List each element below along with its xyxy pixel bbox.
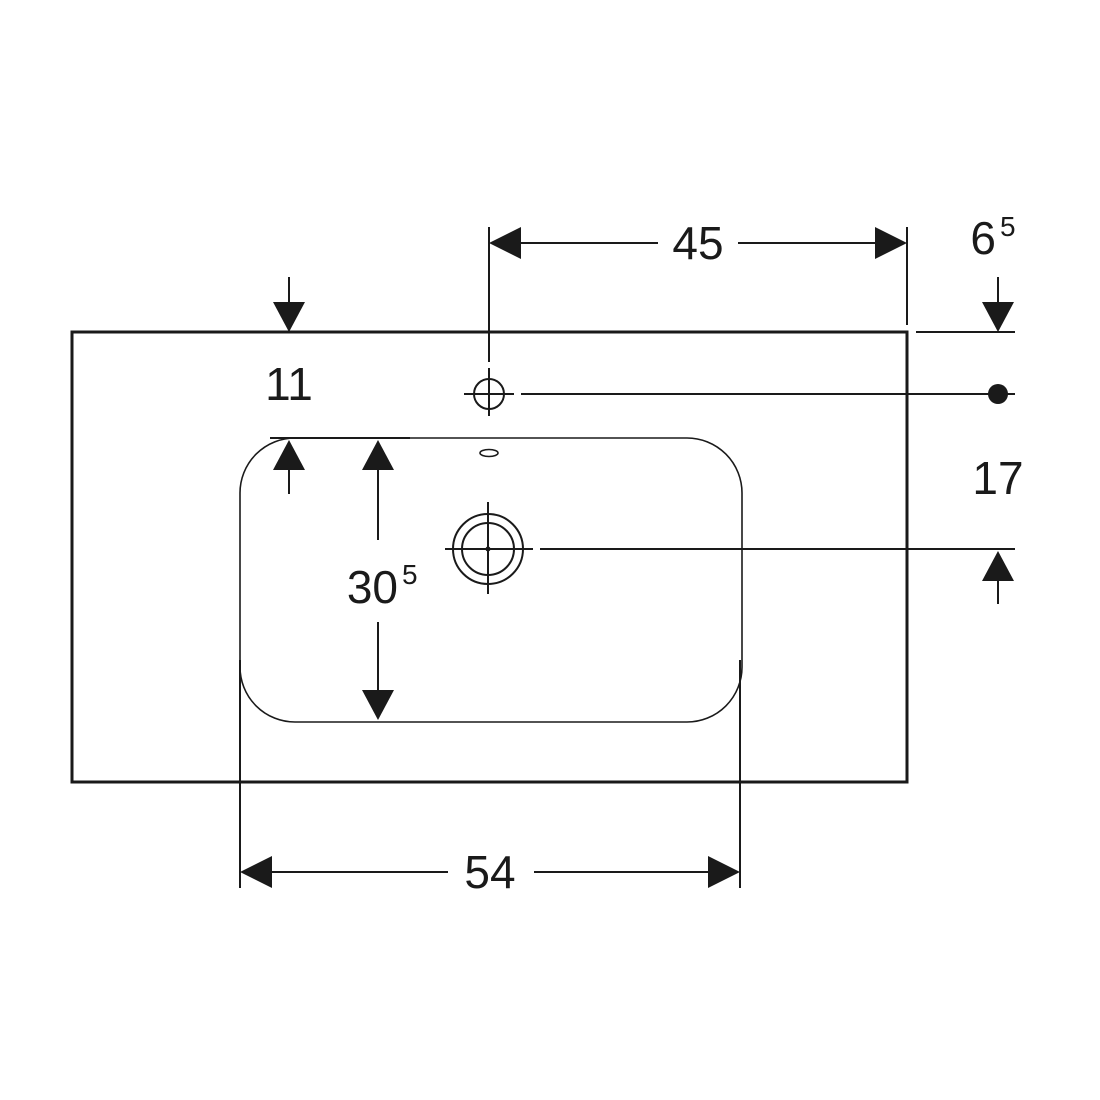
faucet-centerline	[521, 384, 1015, 404]
dimension-54	[239, 660, 741, 888]
dim-45-label: 45	[672, 217, 723, 269]
dim-54-label: 54	[464, 846, 515, 898]
tap-hole-symbol	[464, 368, 514, 416]
dim-11-label: 11	[265, 358, 313, 410]
dimension-11	[270, 277, 410, 494]
drain-symbol	[445, 502, 533, 594]
overflow-slot	[479, 448, 499, 458]
dimension-45	[488, 227, 908, 362]
dimension-6-5	[916, 277, 1015, 333]
dim-6-5-label: 6	[970, 212, 996, 264]
dim-17-label: 17	[972, 452, 1023, 504]
dim-6-5-superscript: 5	[1000, 211, 1016, 242]
bowl-outline	[239, 437, 743, 723]
dim-30-5-superscript: 5	[402, 559, 418, 590]
dimension-30-5	[362, 440, 394, 720]
dimension-17	[540, 548, 1015, 604]
dim-30-5-label: 30	[347, 561, 398, 613]
